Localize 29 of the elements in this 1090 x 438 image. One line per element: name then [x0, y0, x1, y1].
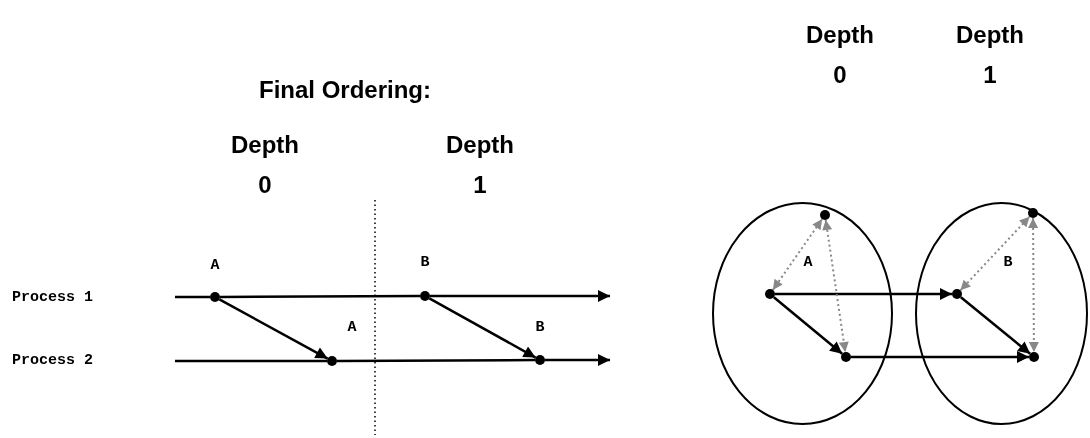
- timeline-line: [337, 358, 535, 363]
- process-label: Process 1: [12, 289, 93, 305]
- arrow: [428, 297, 537, 359]
- event-letter: B: [535, 319, 545, 335]
- arrow: [218, 298, 329, 360]
- node-letter: A: [803, 254, 813, 270]
- heading: Final Ordering:: [259, 75, 431, 105]
- column-heading: Depth 0: [805, 20, 875, 90]
- dotted-arrow: [822, 218, 849, 354]
- arrow: [960, 296, 1031, 355]
- dotted-arrow: [771, 218, 824, 291]
- timeline-line: [220, 294, 420, 299]
- arrow: [545, 354, 610, 366]
- column-heading: Depth 1: [445, 130, 515, 200]
- arrow: [851, 351, 1029, 363]
- timeline-line: [175, 359, 327, 363]
- event-letter: A: [347, 319, 357, 335]
- event-letter: A: [210, 257, 220, 273]
- process-label: Process 2: [12, 352, 93, 368]
- dotted-arrow: [959, 215, 1031, 292]
- arrow: [775, 288, 952, 300]
- event-letter: B: [420, 254, 430, 270]
- arrow: [773, 296, 843, 355]
- timeline-line: [175, 295, 210, 299]
- arrow: [430, 290, 610, 302]
- column-heading: Depth 0: [230, 130, 300, 200]
- dotted-arrow: [1028, 217, 1039, 353]
- column-heading: Depth 1: [955, 20, 1025, 90]
- node-letter: B: [1003, 254, 1013, 270]
